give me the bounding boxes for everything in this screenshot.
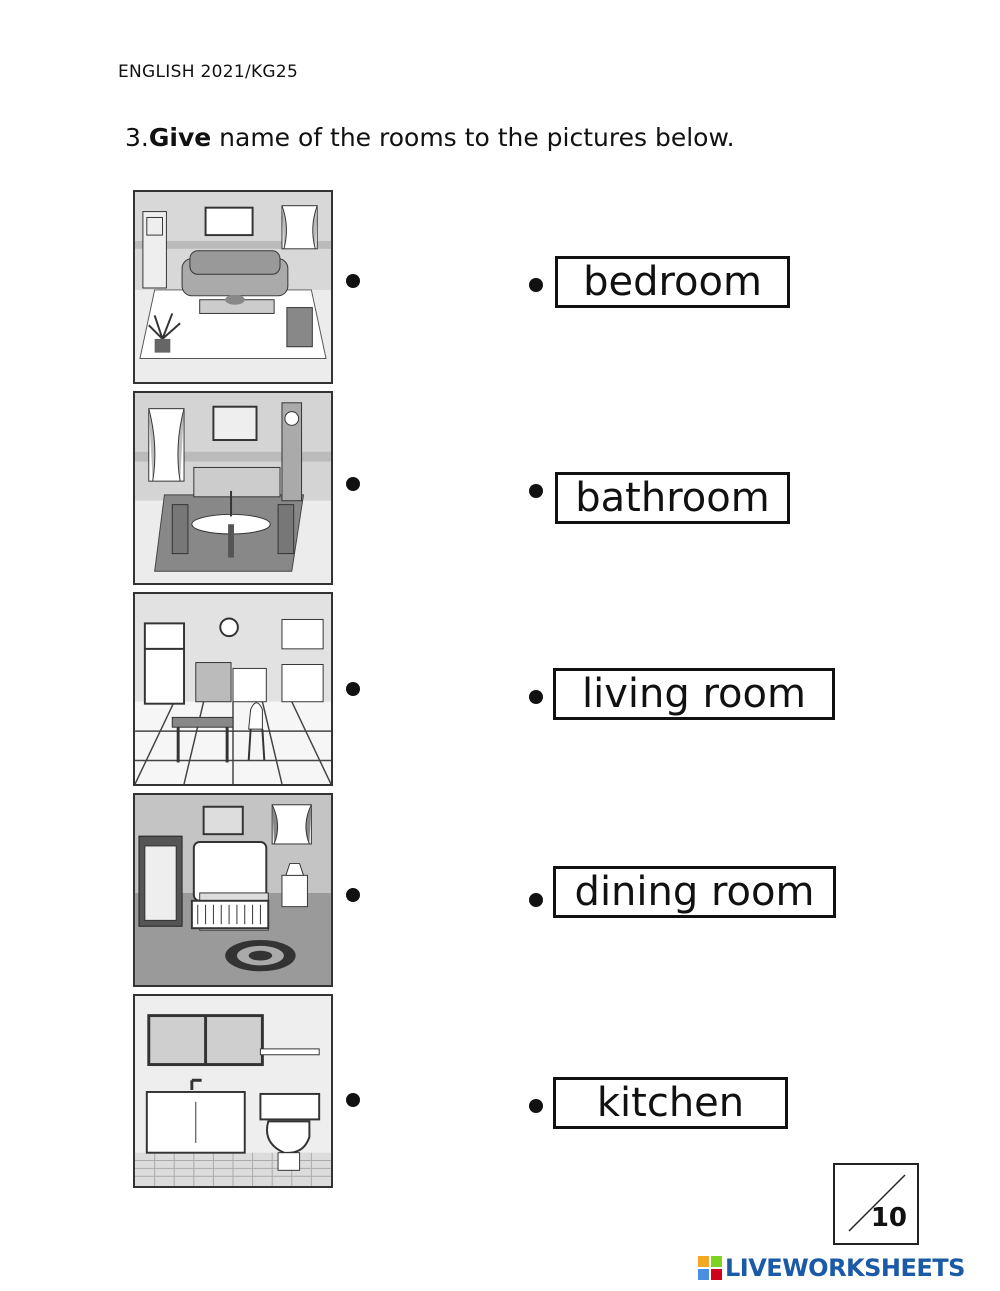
- match-dot-picture-4[interactable]: [346, 888, 360, 902]
- match-dot-word-4[interactable]: [529, 893, 543, 907]
- match-dot-word-2[interactable]: [529, 484, 543, 498]
- score-box: 10: [833, 1163, 919, 1245]
- dining-room-picture: [133, 391, 333, 585]
- instruction-emphasis: Give: [148, 123, 212, 152]
- brand-name: LIVEWORKSHEETS: [725, 1254, 965, 1282]
- brand: LIVEWORKSHEETS: [698, 1253, 965, 1283]
- bedroom-picture: [133, 793, 333, 987]
- instruction: 3.Give name of the rooms to the pictures…: [125, 123, 735, 152]
- question-number: 3.: [125, 123, 149, 152]
- match-dot-picture-5[interactable]: [346, 1093, 360, 1107]
- match-dot-picture-1[interactable]: [346, 274, 360, 288]
- match-dot-word-1[interactable]: [529, 278, 543, 292]
- score-total: 10: [870, 1203, 907, 1233]
- match-dot-word-5[interactable]: [529, 1099, 543, 1113]
- bathroom-picture: [133, 994, 333, 1188]
- match-dot-word-3[interactable]: [529, 690, 543, 704]
- living-room-picture: [133, 190, 333, 384]
- score-slash-icon: [848, 1174, 906, 1232]
- word-living-room: living room: [553, 668, 835, 720]
- kitchen-picture: [133, 592, 333, 786]
- word-bedroom: bedroom: [555, 256, 790, 308]
- instruction-text: name of the rooms to the pictures below.: [211, 123, 735, 152]
- word-bathroom: bathroom: [555, 472, 790, 524]
- word-dining-room: dining room: [553, 866, 836, 918]
- match-dot-picture-3[interactable]: [346, 682, 360, 696]
- word-kitchen: kitchen: [553, 1077, 788, 1129]
- worksheet-code: ENGLISH 2021/KG25: [118, 62, 299, 82]
- match-dot-picture-2[interactable]: [346, 477, 360, 491]
- liveworksheets-logo-icon: [698, 1256, 722, 1280]
